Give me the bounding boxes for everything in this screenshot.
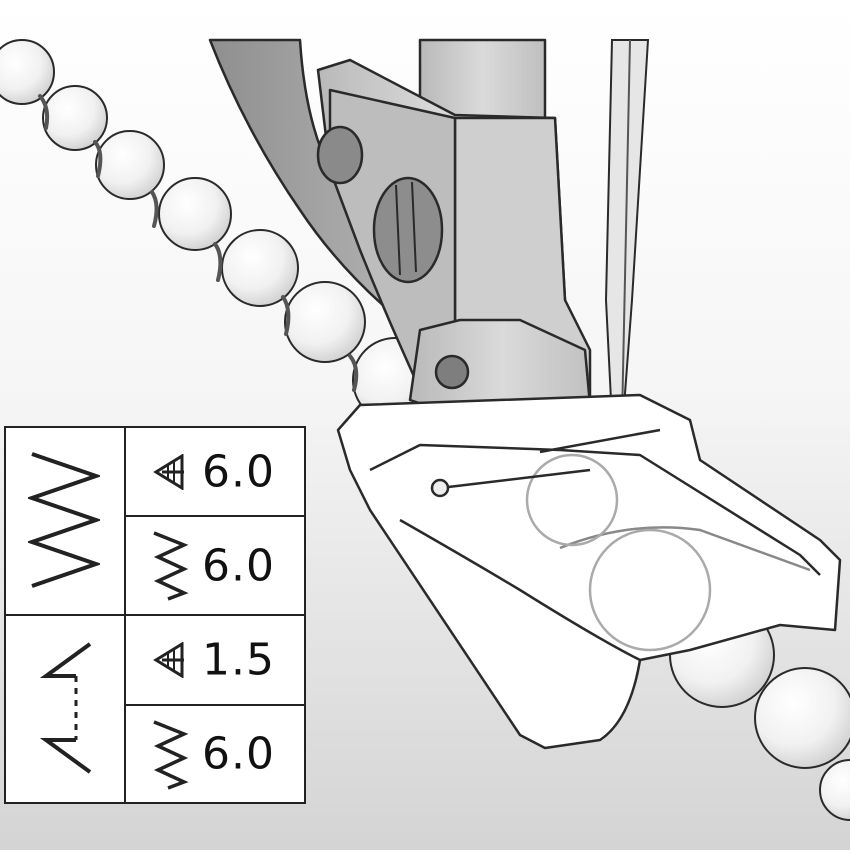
bead [819,759,850,821]
pin-end [430,478,450,498]
row-divider [124,704,304,706]
group-divider [6,614,304,616]
stitch-width-icon [153,531,189,601]
setting-row-length: 6.0 [126,428,304,515]
row-divider [124,515,304,517]
stitch-width-value: 6.0 [202,728,275,780]
bead [42,85,108,151]
zigzag-stitch-icon [28,452,100,588]
stitch-length-icon [153,642,184,678]
settings-table: 6.0 6.0 1.5 6.0 [4,426,306,804]
presser-foot-shank [208,38,597,472]
bead [284,281,366,363]
bead [0,39,55,105]
bead [754,667,850,769]
hole-icon [316,125,364,185]
setting-row-width: 6.0 [126,706,304,802]
stitch-width-value: 6.0 [202,540,275,591]
bead [95,130,165,200]
pivot-hole-icon [434,354,470,390]
tack-stitch-icon [39,642,92,774]
pin [539,428,661,454]
setting-row-length: 1.5 [126,616,304,704]
stitch-length-value: 1.5 [202,634,275,686]
thread-wraps [38,94,359,392]
stitch-length-value: 6.0 [202,446,275,497]
stitch-width-icon [153,720,189,790]
setting-row-width: 6.0 [126,517,304,614]
stitch-length-icon [153,454,184,490]
pin [439,468,591,490]
bead [158,177,232,251]
screw-icon [372,176,444,284]
bead [221,229,299,307]
presser-foot-sole [336,393,842,750]
